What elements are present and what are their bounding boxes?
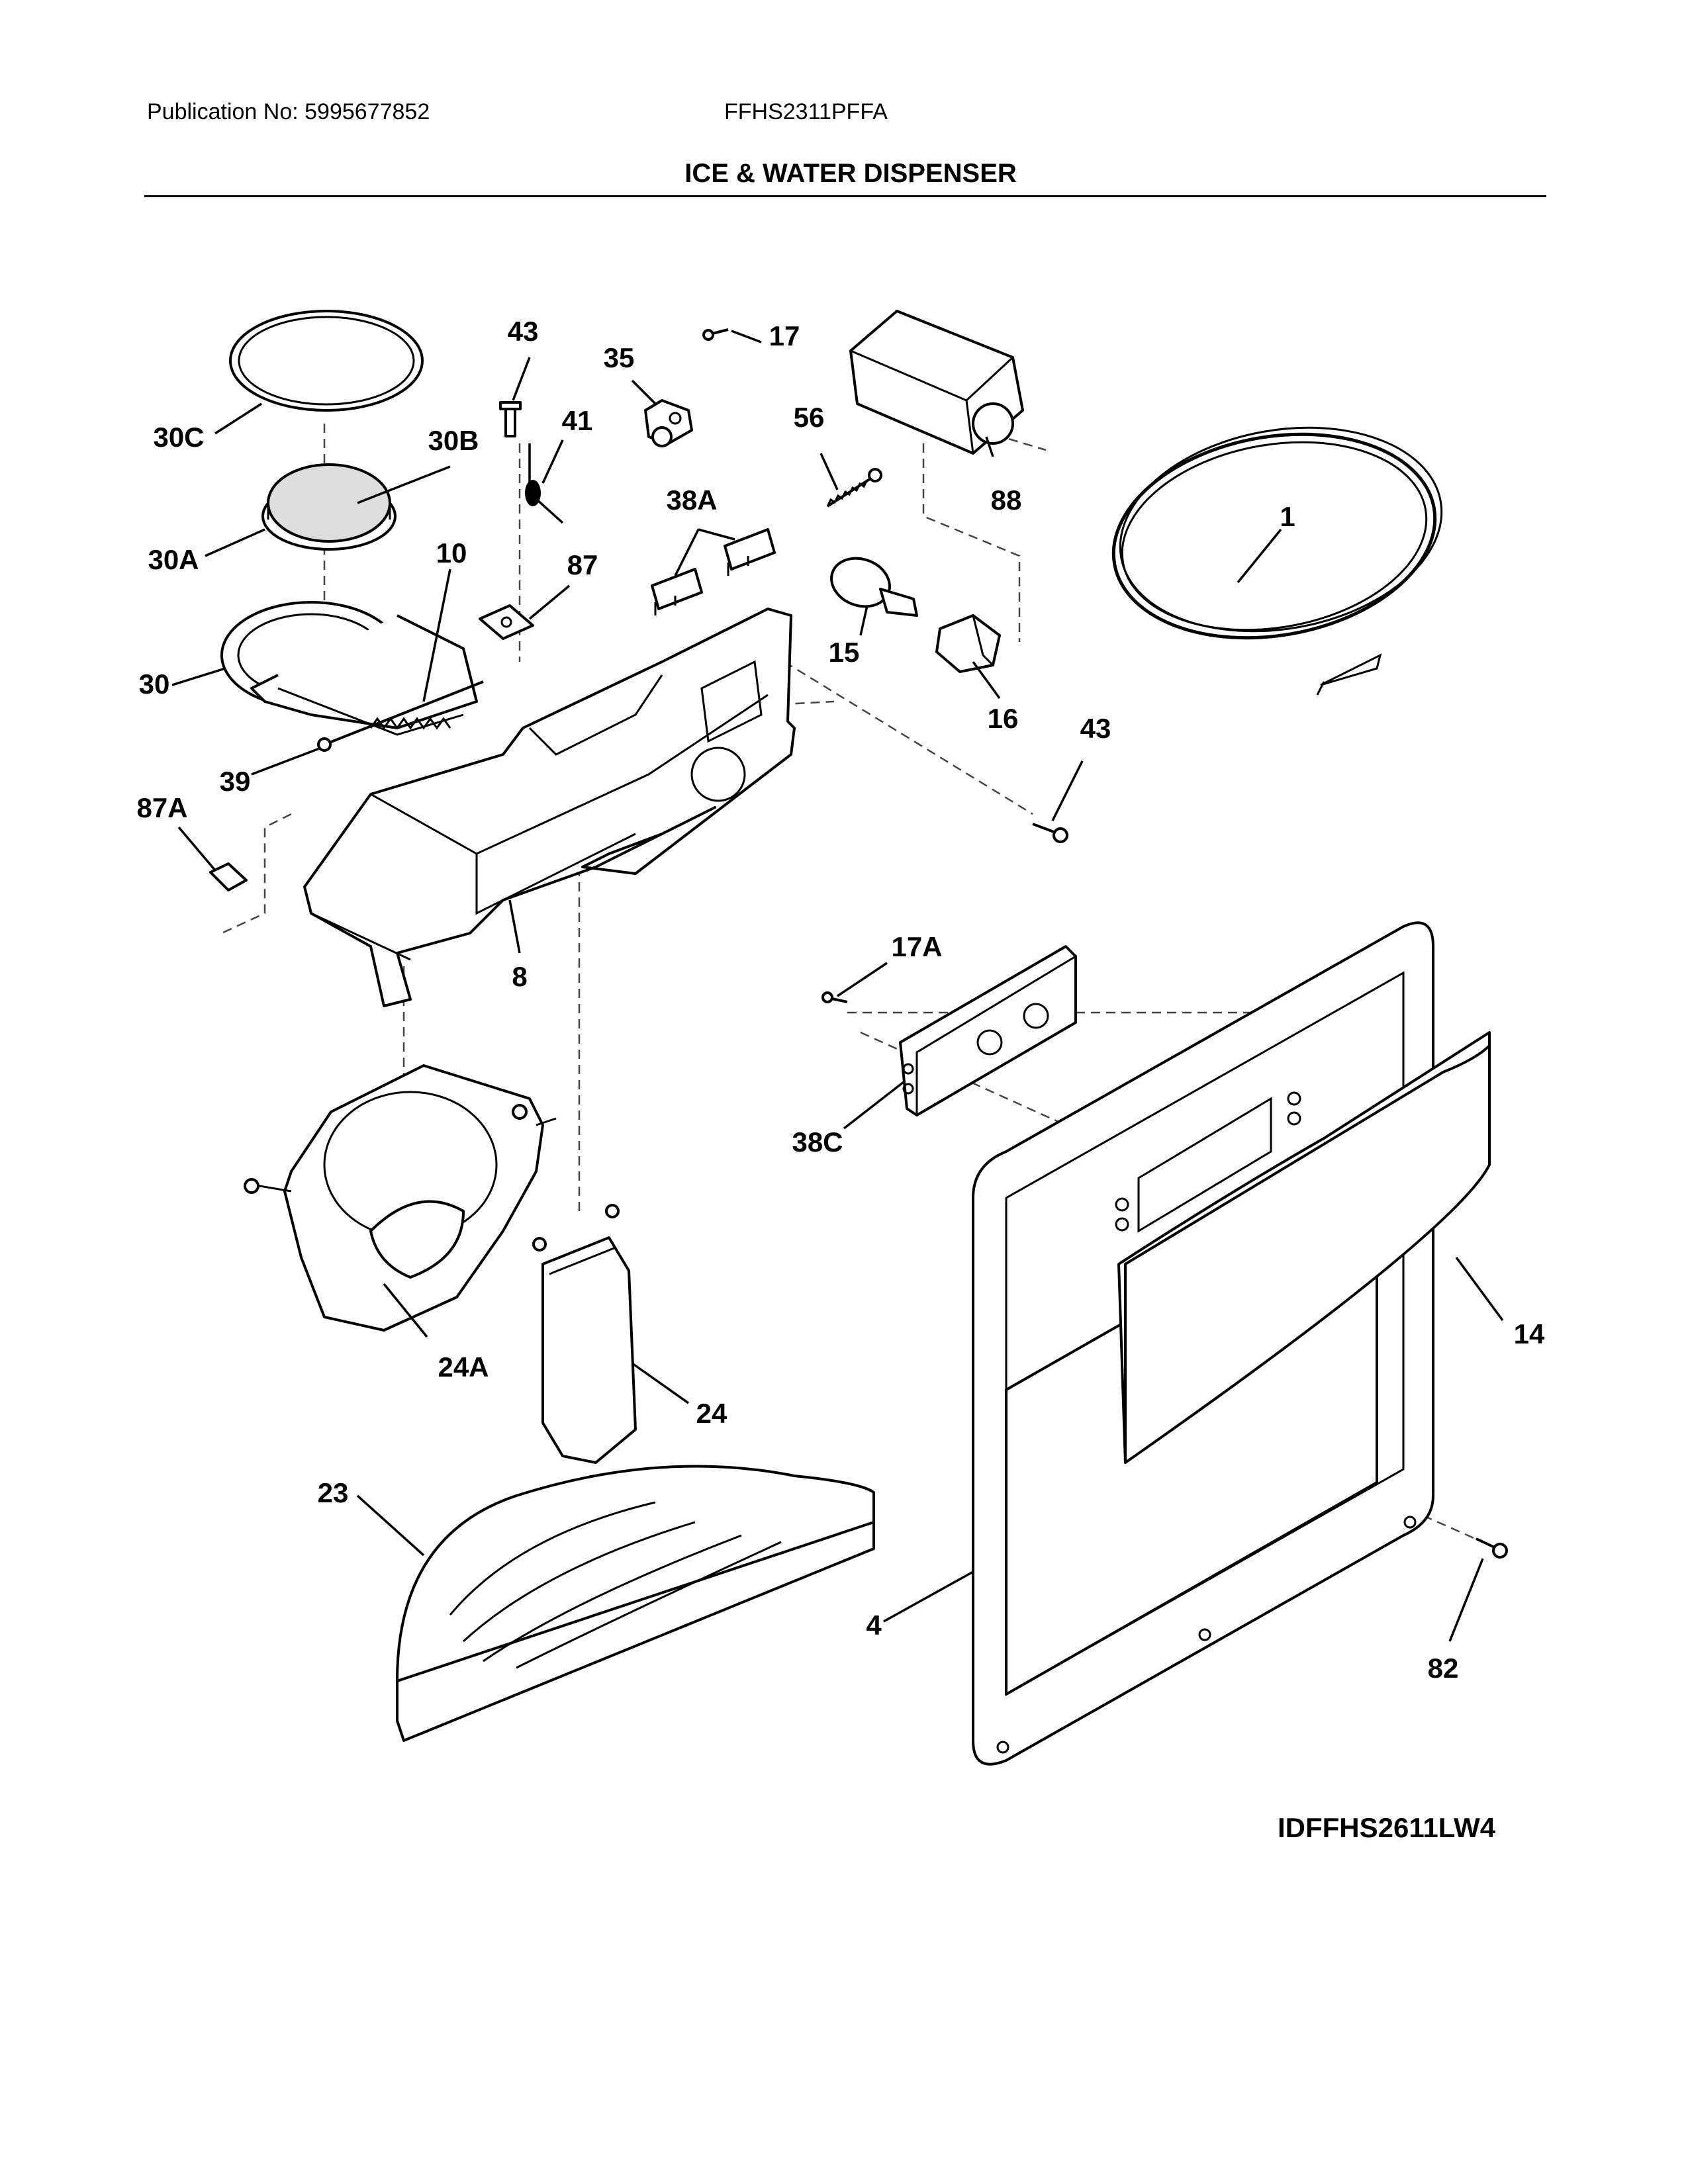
part-30c-gasket (229, 310, 424, 412)
callout-14: 14 (1514, 1318, 1545, 1349)
part-30a-filter-disk (261, 463, 397, 551)
callout-38a: 38A (666, 484, 717, 516)
callout-16: 16 (988, 703, 1019, 734)
callout-23: 23 (318, 1477, 349, 1508)
callout-43-top: 43 (508, 316, 539, 347)
part-17a-screw (821, 991, 848, 1003)
part-39-rod (317, 680, 484, 752)
callout-82: 82 (1428, 1653, 1459, 1684)
callout-4: 4 (866, 1610, 882, 1641)
part-24a-ice-chute (244, 1064, 557, 1332)
callout-35: 35 (604, 342, 635, 373)
part-38c-bracket (899, 945, 1077, 1116)
part-23-drip-tray (396, 1465, 875, 1742)
part-17-screw (702, 328, 729, 341)
part-56-screw (826, 468, 882, 508)
callout-labels: 43 17 35 41 56 30C 30B 38A 88 1 30A 10 8… (136, 316, 1545, 1684)
part-43-screw-right (1032, 823, 1068, 843)
part-16-socket (935, 614, 1001, 673)
diagram-code: IDFFHS2611LW4 (1278, 1812, 1496, 1843)
part-1-water-tube (1111, 426, 1443, 696)
part-10-spring (369, 717, 451, 730)
callout-88: 88 (991, 484, 1022, 516)
page-title: ICE & WATER DISPENSER (684, 159, 1017, 188)
callout-30: 30 (139, 668, 170, 700)
header-rule (144, 195, 1546, 197)
callout-43-right: 43 (1080, 713, 1111, 744)
callout-30b: 30B (428, 425, 479, 456)
callout-17a: 17A (891, 931, 942, 962)
callout-1: 1 (1280, 501, 1295, 532)
callout-24a: 24A (438, 1351, 489, 1383)
callout-17: 17 (769, 320, 800, 351)
part-38a-switch-right (724, 528, 776, 576)
part-38a-switch-left (651, 568, 703, 615)
part-82-screw (1476, 1537, 1508, 1559)
part-88-control-box (849, 310, 1024, 455)
part-87-label (479, 604, 534, 640)
part-43-screw-top (499, 401, 522, 437)
part-14-overlay (1117, 1031, 1491, 1464)
part-15-bulb (830, 557, 918, 617)
part-24-flap (532, 1204, 637, 1464)
part-8-housing (303, 608, 796, 1007)
callout-8: 8 (512, 961, 527, 992)
callout-30a: 30A (148, 544, 199, 575)
callout-87a: 87A (136, 792, 187, 823)
callout-41: 41 (562, 405, 593, 436)
callout-24: 24 (696, 1398, 727, 1429)
callout-10: 10 (436, 537, 467, 569)
model-number: FFHS2311PFFA (724, 99, 888, 124)
leader-lines (171, 330, 1504, 1642)
callout-39: 39 (220, 766, 251, 797)
callout-38c: 38C (792, 1126, 843, 1158)
callout-56: 56 (794, 402, 825, 433)
part-35-actuator (644, 399, 693, 447)
publication-number: Publication No: 5995677852 (147, 99, 430, 124)
part-41-spring-wire (525, 443, 564, 524)
callout-15: 15 (829, 637, 860, 668)
part-30-funnel-frame (220, 601, 478, 736)
callout-30c: 30C (153, 422, 204, 453)
part-87a-label (209, 862, 248, 891)
callout-87: 87 (567, 549, 598, 580)
